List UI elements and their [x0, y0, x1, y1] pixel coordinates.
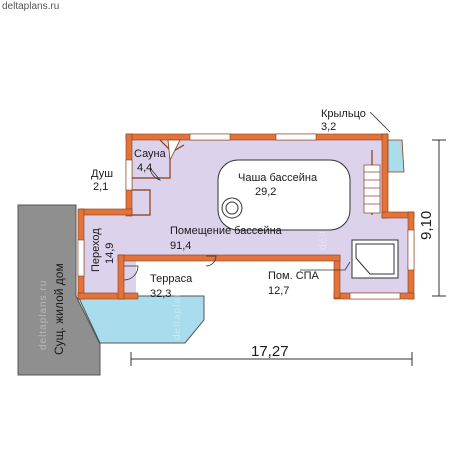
pool-fountain: [221, 197, 243, 219]
shower-area: 2,1: [93, 181, 109, 193]
sauna-bench: [167, 139, 181, 162]
sauna-area: 4,4: [137, 162, 153, 174]
pool-hall-name: Помещение бассейна: [170, 225, 282, 237]
doors: [123, 167, 217, 281]
watermark-center: deltaplans.ru: [172, 269, 183, 340]
passage-area: 14,9: [104, 242, 116, 264]
spa-name: Пом. СПА: [268, 270, 319, 282]
stairs: [363, 164, 381, 214]
site-name: deltaplans.ru: [2, 1, 60, 12]
spa-area: 12,7: [268, 285, 290, 297]
pool-bowl-name: Чаша бассейна: [238, 172, 318, 184]
pool-bowl-area: 29,2: [255, 186, 277, 198]
passage-name: Переход: [90, 228, 102, 272]
width-dimension: 17,27: [251, 343, 289, 360]
watermark-left: deltaplans.ru: [38, 279, 49, 350]
porch: [387, 139, 405, 173]
watermark-right: deltaplans.ru: [318, 179, 329, 250]
leader-lines: [300, 111, 391, 271]
spa-tub: [351, 239, 399, 279]
terrace-area: 32,3: [150, 288, 172, 300]
depth-dimension: 9,10: [418, 210, 435, 240]
porch-area: 3,2: [321, 121, 337, 133]
terrace: [77, 295, 205, 344]
shower-name: Душ: [91, 168, 114, 180]
terrace-name: Терраса: [150, 273, 193, 285]
sauna-name: Сауна: [134, 148, 166, 160]
porch-name: Крыльцо: [321, 108, 366, 120]
pool-bowl: [217, 159, 351, 231]
windows: [77, 133, 415, 300]
pool-hall-area: 91,4: [170, 240, 192, 252]
existing-house: [17, 204, 101, 376]
existing-house-label: Сущ. жилой дом: [52, 263, 66, 355]
dimension-lines: [130, 139, 446, 366]
